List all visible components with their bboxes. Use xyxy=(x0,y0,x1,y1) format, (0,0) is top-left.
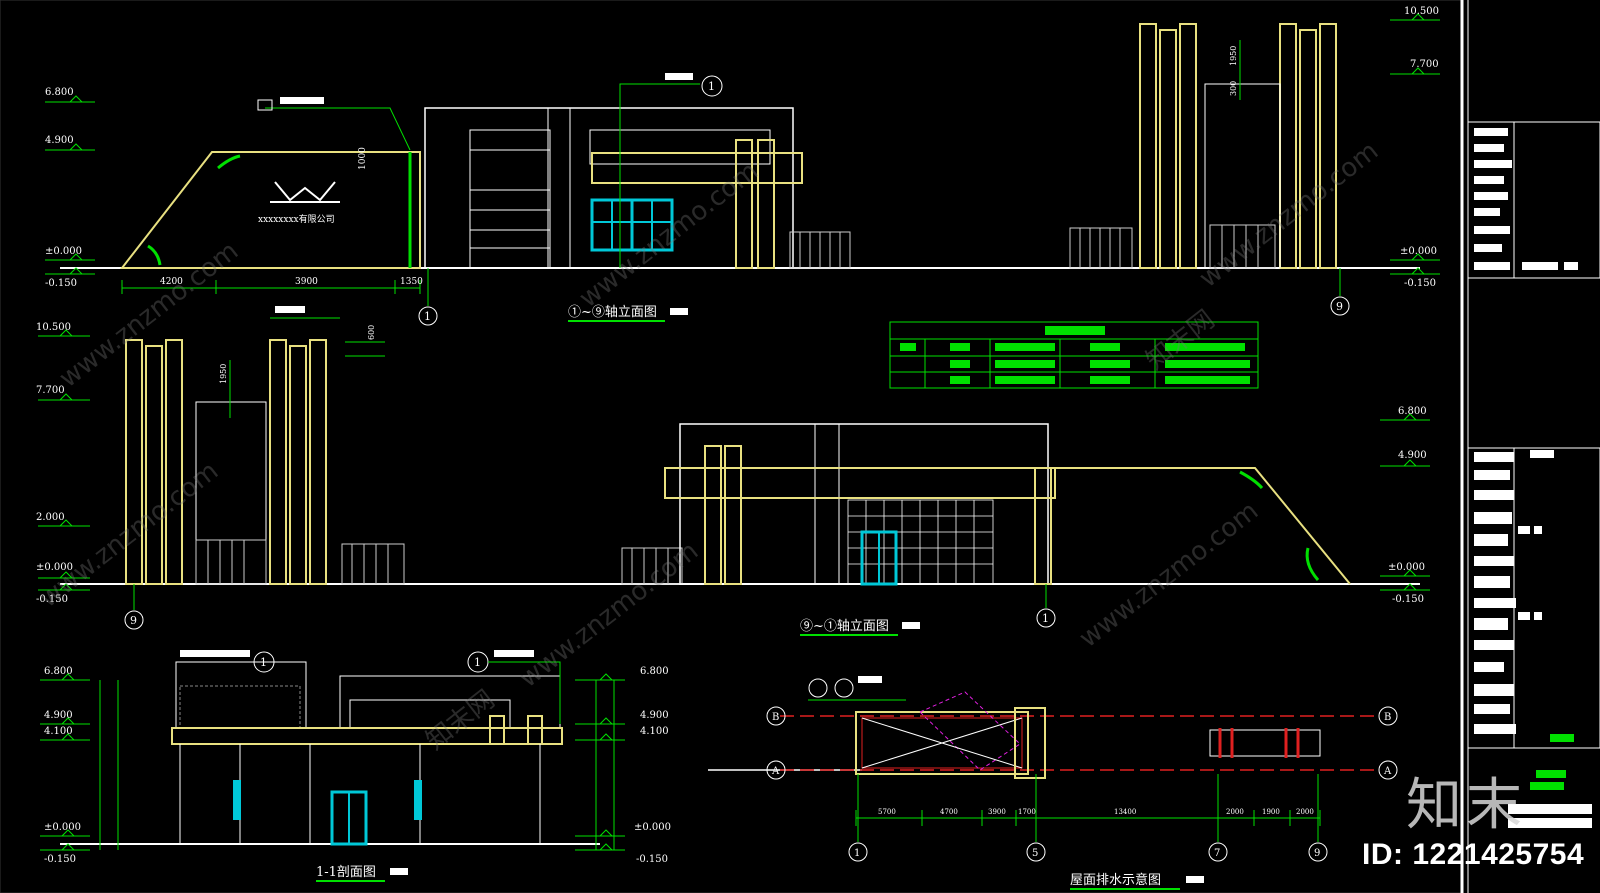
svg-text:5700: 5700 xyxy=(878,808,896,816)
level-label: 4.100 xyxy=(44,726,73,737)
title-block xyxy=(1460,0,1600,893)
level-label: 6.800 xyxy=(1398,406,1427,417)
drawing-title: 1-1剖面图 xyxy=(316,865,376,880)
svg-text:B: B xyxy=(1384,712,1391,723)
roof-drainage-plan: 5700 4700 3900 1700 13400 2000 1900 2000… xyxy=(708,676,1398,890)
svg-text:2000: 2000 xyxy=(1226,808,1244,816)
svg-text:13400: 13400 xyxy=(1114,808,1136,816)
svg-text:1700: 1700 xyxy=(1018,808,1036,816)
level-label: 7.700 xyxy=(1410,59,1439,70)
svg-text:9: 9 xyxy=(1314,848,1320,859)
level-label: 6.800 xyxy=(45,87,74,98)
svg-text:1: 1 xyxy=(1042,612,1049,625)
level-label: 6.800 xyxy=(44,666,73,677)
svg-text:600: 600 xyxy=(367,325,376,340)
level-label: 7.700 xyxy=(36,385,65,396)
svg-text:1: 1 xyxy=(260,656,267,669)
svg-text:1: 1 xyxy=(474,656,481,669)
svg-text:9: 9 xyxy=(1336,300,1343,313)
level-label: ±0.000 xyxy=(44,822,81,833)
level-label: 4.100 xyxy=(640,726,669,737)
level-label: -0.150 xyxy=(44,854,76,865)
table-header-bar xyxy=(1045,326,1105,335)
level-label: 2.000 xyxy=(36,512,65,523)
svg-text:9: 9 xyxy=(130,614,137,627)
image-id-label: ID: 1221425754 xyxy=(1362,838,1585,871)
level-label: ±0.000 xyxy=(45,246,82,257)
level-label: ±0.000 xyxy=(1388,562,1425,573)
level-label: -0.150 xyxy=(1392,594,1424,605)
svg-text:1900: 1900 xyxy=(1262,808,1280,816)
level-label: 10.500 xyxy=(1404,6,1439,17)
level-label: -0.150 xyxy=(636,854,668,865)
drawing-title: ⑨~①轴立面图 xyxy=(800,619,889,634)
svg-text:300: 300 xyxy=(1229,81,1238,96)
svg-text:1000: 1000 xyxy=(358,147,368,170)
level-label: 4.900 xyxy=(1398,450,1427,461)
svg-text:4700: 4700 xyxy=(940,808,958,816)
svg-text:1350: 1350 xyxy=(400,277,423,287)
svg-text:7: 7 xyxy=(1214,848,1220,859)
level-label: -0.150 xyxy=(45,278,77,289)
level-label: 4.900 xyxy=(640,710,669,721)
svg-text:5: 5 xyxy=(1032,848,1038,859)
svg-text:B: B xyxy=(772,712,779,723)
level-label: ±0.000 xyxy=(36,562,73,573)
level-label: 4.900 xyxy=(45,135,74,146)
level-label: 10.500 xyxy=(36,322,71,333)
svg-text:A: A xyxy=(1383,766,1392,777)
schedule-table xyxy=(889,321,1259,389)
drawing-title: ①~⑨轴立面图 xyxy=(568,305,657,320)
level-label: 6.800 xyxy=(640,666,669,677)
brand-logo-text: 知末 xyxy=(1406,773,1526,838)
svg-text:3900: 3900 xyxy=(988,808,1006,816)
drawing-title: 屋面排水示意图 xyxy=(1070,872,1161,888)
level-label: 4.900 xyxy=(44,710,73,721)
level-label: -0.150 xyxy=(1404,278,1436,289)
svg-text:1950: 1950 xyxy=(1229,46,1238,66)
level-label: -0.150 xyxy=(36,594,68,605)
svg-text:1950: 1950 xyxy=(219,364,228,384)
svg-text:1: 1 xyxy=(854,848,860,859)
svg-text:A: A xyxy=(771,766,780,777)
company-sign: xxxxxxxx有限公司 xyxy=(258,213,335,225)
svg-text:3900: 3900 xyxy=(295,277,318,287)
level-label: ±0.000 xyxy=(634,822,671,833)
svg-text:1: 1 xyxy=(708,80,715,93)
elevation-9-1: 10.500 7.700 2.000 ±0.000 -0.150 1950 60… xyxy=(36,306,1430,636)
svg-text:4200: 4200 xyxy=(160,277,183,287)
level-label: ±0.000 xyxy=(1400,246,1437,257)
elevation-1-9: 6.800 4.900 ±0.000 -0.150 xxxxxxxx有限公司 1… xyxy=(45,6,1440,326)
section-1-1: 6.800 4.900 4.100 ±0.000 -0.150 6.800 4.… xyxy=(40,650,671,882)
svg-text:1: 1 xyxy=(424,310,431,323)
svg-text:2000: 2000 xyxy=(1296,808,1314,816)
